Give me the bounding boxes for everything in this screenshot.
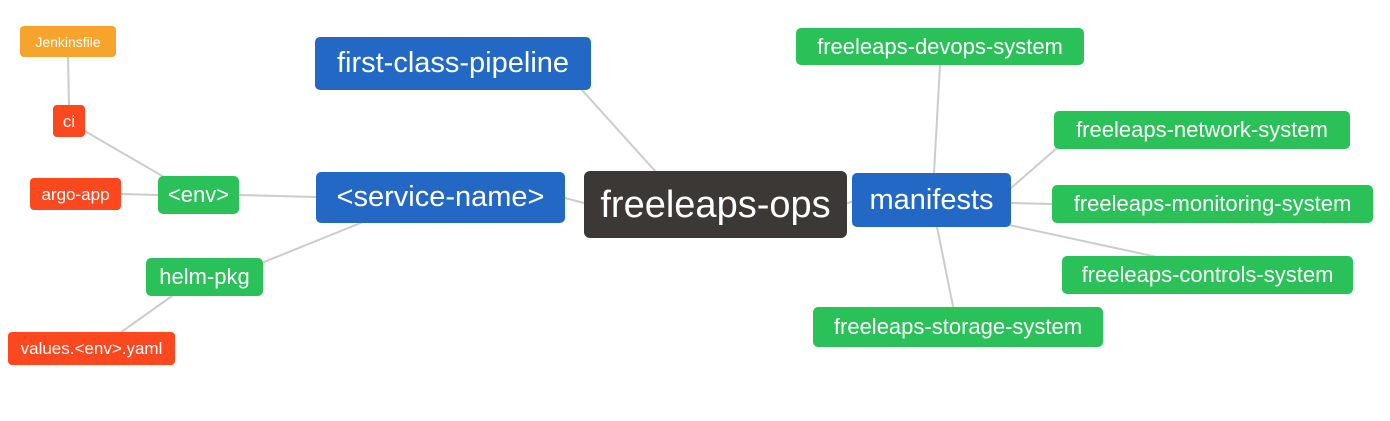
node-argo-app[interactable]: argo-app [30,178,121,210]
edge-manifests-freeleaps-monitoring-system [1010,202,1053,205]
node-values-env-yaml[interactable]: values.<env>.yaml [8,332,175,365]
edge-env-argo-app [120,193,159,196]
node-helm-pkg[interactable]: helm-pkg [146,258,263,296]
edge-helm-pkg-values-env-yaml [119,295,173,334]
edge-manifests-freeleaps-controls-system [1008,224,1158,258]
edge-service-name-helm-pkg [263,221,364,263]
edge-manifests-freeleaps-network-system [1010,147,1058,189]
edge-manifests-freeleaps-devops-system [933,64,941,174]
edge-freeleaps-ops-service-name [564,197,585,204]
node-ci[interactable]: ci [53,105,85,137]
node-manifests[interactable]: manifests [852,173,1011,227]
node-freeleaps-monitoring-system[interactable]: freeleaps-monitoring-system [1052,185,1373,223]
node-freeleaps-controls-system[interactable]: freeleaps-controls-system [1062,256,1353,294]
edge-freeleaps-ops-first-class-pipeline [581,89,657,173]
node-freeleaps-devops-system[interactable]: freeleaps-devops-system [796,28,1084,65]
edge-ci-jenkinsfile [67,55,70,107]
node-service-name[interactable]: <service-name> [316,172,565,223]
edge-manifests-freeleaps-storage-system [936,226,954,307]
edge-env-ci [82,129,165,178]
edge-service-name-env [238,194,317,198]
node-freeleaps-ops[interactable]: freeleaps-ops [584,171,847,238]
node-env[interactable]: <env> [158,176,239,214]
node-first-class-pipeline[interactable]: first-class-pipeline [315,37,591,90]
node-freeleaps-storage-system[interactable]: freeleaps-storage-system [813,307,1103,347]
node-jenkinsfile[interactable]: Jenkinsfile [20,26,116,57]
node-freeleaps-network-system[interactable]: freeleaps-network-system [1054,111,1350,149]
